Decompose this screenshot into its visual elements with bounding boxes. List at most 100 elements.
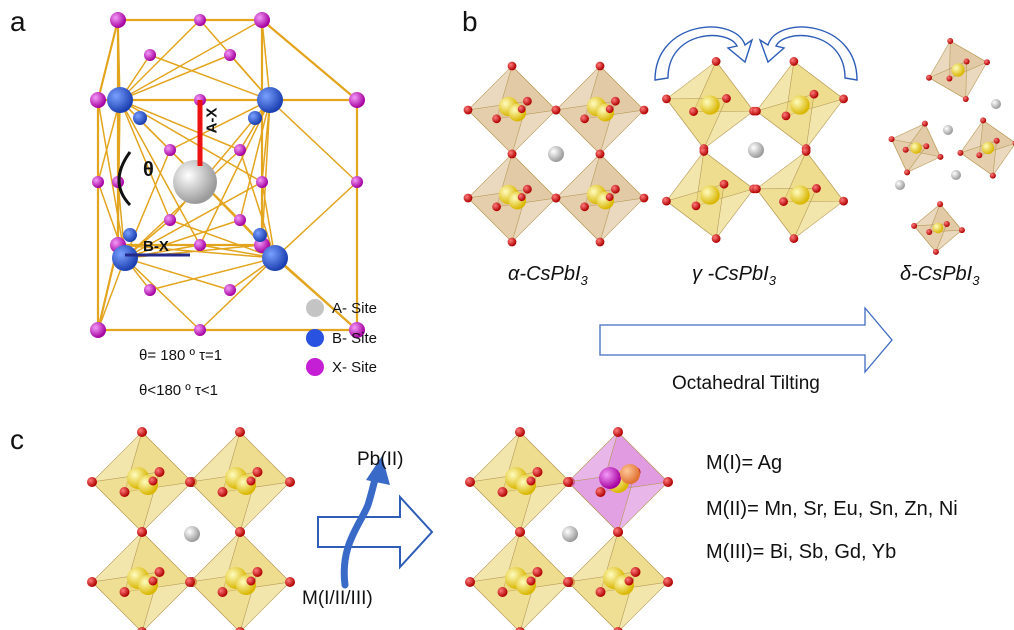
- x-atom: [595, 237, 605, 247]
- x-site-atom: [351, 176, 363, 188]
- x-atom: [611, 96, 620, 106]
- octahedron: [551, 149, 649, 247]
- x-atom: [911, 222, 918, 229]
- x-atom: [691, 201, 701, 211]
- x-atom: [937, 153, 944, 160]
- x-atom: [801, 147, 811, 156]
- x-atom: [722, 94, 731, 103]
- x-atom: [605, 105, 614, 114]
- a-site-label: A- Site: [332, 299, 378, 317]
- x-atom: [926, 229, 933, 236]
- x-atom: [662, 94, 671, 104]
- x-site-atom: [224, 49, 236, 61]
- rotation-arrow-left: [654, 26, 754, 81]
- x-atom: [517, 105, 526, 114]
- x-atom: [246, 476, 256, 486]
- octahedron: [957, 117, 1014, 179]
- x-atom: [789, 57, 799, 66]
- x-atom: [217, 487, 228, 497]
- x-atom: [246, 576, 256, 586]
- dopant-m1: M(I)= Ag: [706, 452, 783, 474]
- x-atom: [943, 220, 950, 227]
- x-atom: [613, 527, 623, 537]
- b-x-bond: [124, 219, 241, 259]
- x-atom: [989, 172, 996, 179]
- x-atom: [551, 105, 561, 115]
- x-atom: [465, 477, 475, 487]
- x-atom: [663, 477, 673, 487]
- frame-edge: [261, 19, 358, 101]
- x-atom: [993, 137, 1000, 144]
- x-atom: [595, 487, 606, 497]
- b-site-label: B- Site: [332, 329, 378, 347]
- exchange-curved-arrow: [340, 471, 380, 589]
- x-site-atom: [194, 14, 206, 26]
- x-atom: [515, 527, 525, 537]
- b-x-bond: [169, 219, 276, 259]
- bx-bond-label: B-X: [143, 238, 169, 255]
- x-atom: [515, 627, 525, 630]
- x-atom: [515, 427, 525, 437]
- panel-label-a: a: [10, 6, 26, 37]
- x-atom: [526, 476, 536, 486]
- pb-label: Pb(II): [357, 449, 404, 470]
- octahedron: [185, 527, 295, 630]
- x-atom: [217, 587, 228, 597]
- x-atom: [926, 74, 933, 81]
- x-atom: [921, 120, 928, 127]
- b-x-bond: [169, 99, 271, 151]
- ax-bond-label: A-X: [203, 107, 221, 134]
- b-x-bond: [124, 257, 231, 291]
- x-atom: [507, 149, 517, 159]
- x-atom: [639, 105, 649, 115]
- x-atom: [580, 202, 589, 212]
- b-x-bond: [119, 99, 171, 221]
- x-atom: [839, 94, 848, 104]
- exchange-arrowhead: [366, 456, 390, 485]
- b-atom: [790, 185, 810, 205]
- x-atom: [517, 193, 526, 202]
- legend-x-site: X- Site: [306, 358, 377, 376]
- panel-label-b: b: [462, 6, 478, 37]
- b-x-bond: [124, 257, 201, 331]
- b-site-atom: [257, 87, 283, 113]
- x-site-atom: [110, 12, 126, 28]
- a-site-atom: [943, 125, 953, 135]
- x-atom: [781, 111, 791, 121]
- b-x-bond: [199, 257, 276, 331]
- x-atom: [711, 57, 721, 66]
- a-site-atom: [184, 526, 200, 542]
- substitution-arrow: [317, 494, 434, 570]
- b-x-bond: [119, 99, 241, 151]
- x-site-atom: [164, 144, 176, 156]
- octahedron: [752, 147, 848, 243]
- a-site-atom: [748, 142, 764, 158]
- x-site-atom: [194, 239, 206, 251]
- rotation-arrow-right: [758, 26, 858, 81]
- x-atom: [613, 427, 623, 437]
- b-x-bond: [149, 54, 271, 101]
- b-x-bond: [274, 181, 358, 259]
- b-site-atom: [107, 87, 133, 113]
- b-site-atom: [112, 245, 138, 271]
- x-atom: [137, 527, 147, 537]
- x-atom: [87, 477, 97, 487]
- x-atom: [976, 152, 983, 159]
- dopant-atom: [599, 467, 621, 489]
- x-site-atom: [164, 214, 176, 226]
- x-atom: [148, 576, 158, 586]
- b-atom: [910, 142, 922, 154]
- x-atom: [963, 58, 970, 65]
- x-site-atom: [90, 92, 106, 108]
- x-atom: [551, 193, 561, 203]
- octahedron: [888, 120, 944, 176]
- x-atom: [639, 193, 649, 203]
- x-atom: [630, 567, 641, 577]
- b-site-atom: [262, 245, 288, 271]
- octahedron: [926, 38, 990, 102]
- dopant-m2: M(II)= Mn, Sr, Eu, Sn, Zn, Ni: [706, 498, 958, 520]
- x-atom: [595, 587, 606, 597]
- x-atom: [252, 467, 263, 477]
- x-atom: [87, 577, 97, 587]
- octahedron: [563, 427, 673, 537]
